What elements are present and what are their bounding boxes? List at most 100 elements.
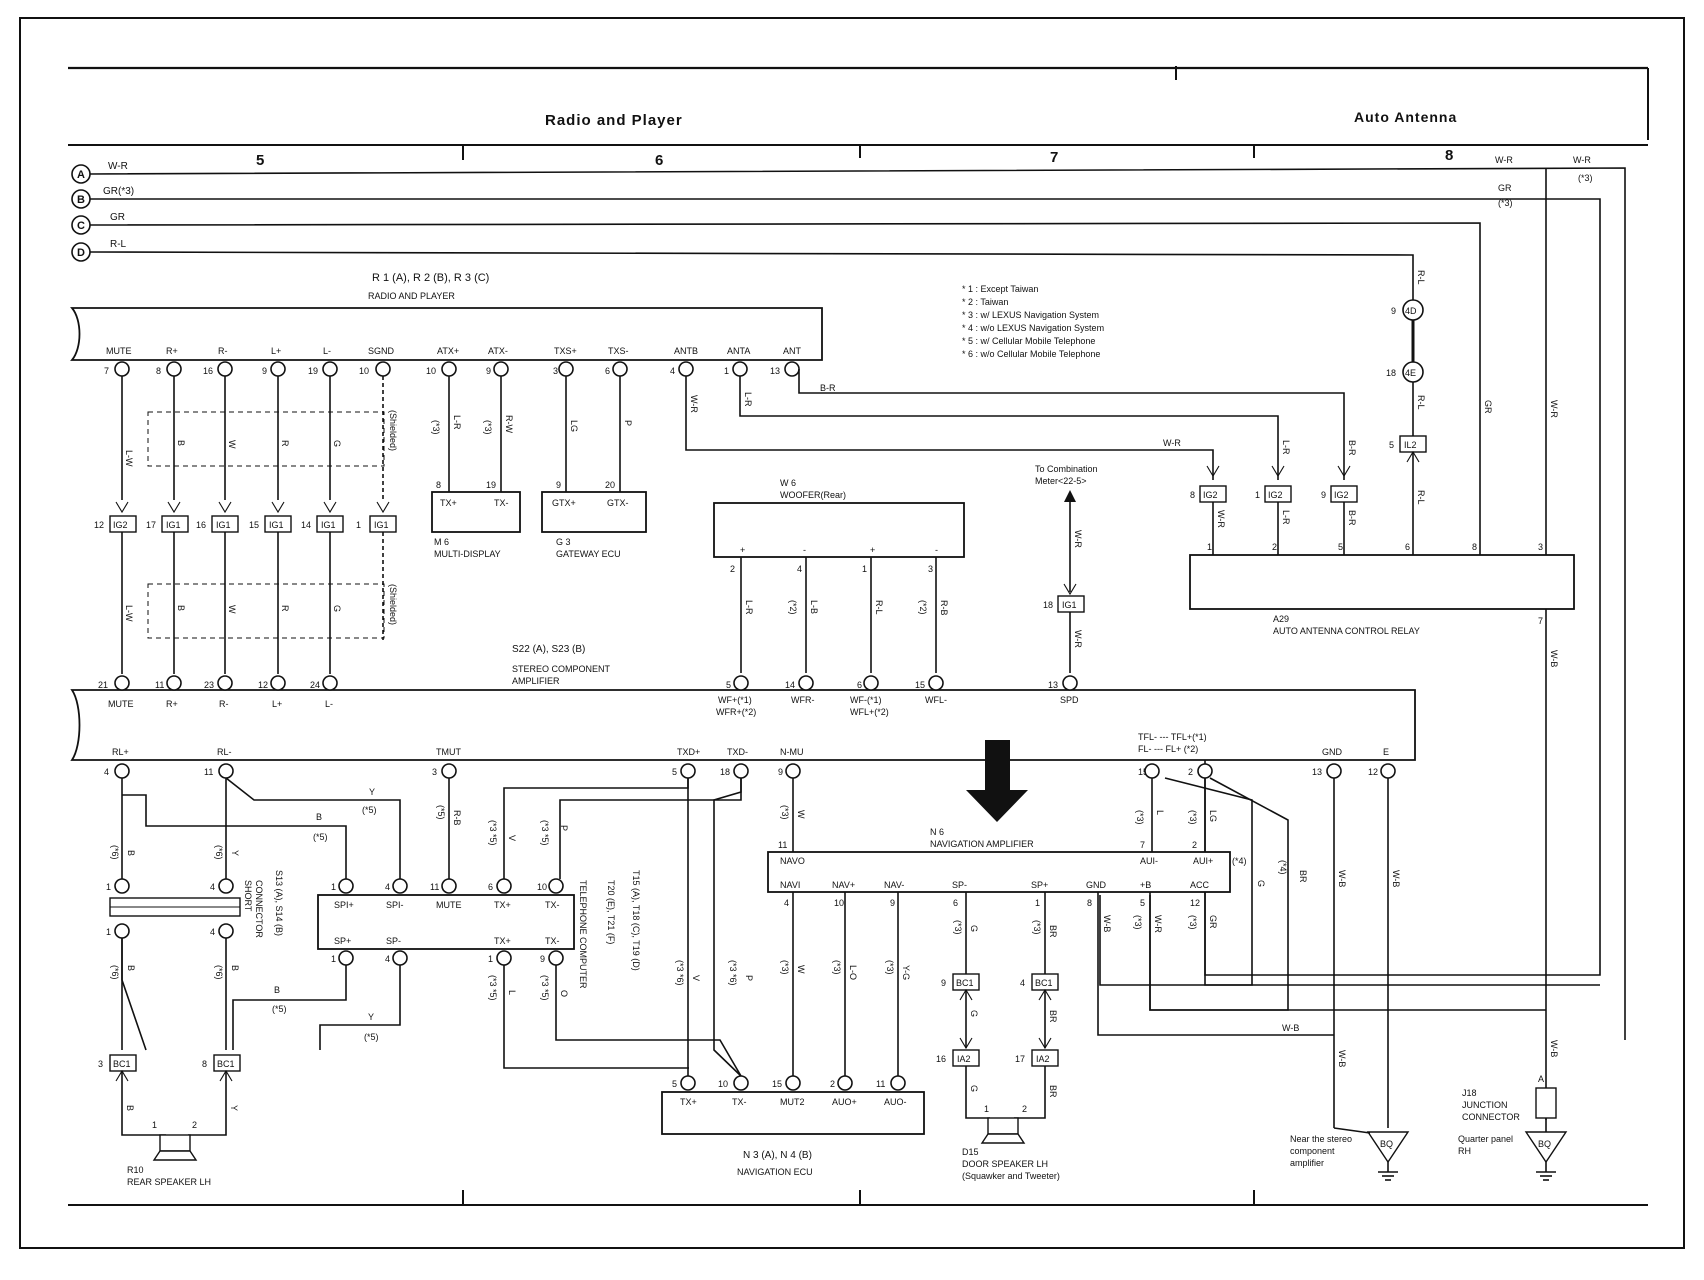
svg-text:7: 7 (104, 366, 109, 376)
svg-text:O: O (559, 990, 569, 997)
svg-text:R-L: R-L (1416, 270, 1426, 285)
svg-text:ACC: ACC (1190, 880, 1210, 890)
svg-text:L-R: L-R (743, 392, 753, 407)
svg-text:R-L: R-L (1416, 490, 1426, 505)
svg-text:R-L: R-L (1416, 395, 1426, 410)
svg-text:1: 1 (724, 366, 729, 376)
svg-text:IG2: IG2 (113, 520, 128, 530)
svg-text:15: 15 (249, 520, 259, 530)
svg-text:(*3): (*3) (832, 960, 842, 975)
svg-text:(*2): (*2) (918, 600, 928, 615)
svg-text:L-R: L-R (452, 415, 462, 430)
svg-text:4: 4 (210, 882, 215, 892)
svg-text:2: 2 (192, 1120, 197, 1130)
svg-text:TX+: TX+ (494, 900, 511, 910)
svg-text:R-W: R-W (504, 415, 514, 433)
svg-text:G: G (969, 1010, 979, 1017)
svg-text:TXD-: TXD- (727, 747, 748, 757)
svg-text:8: 8 (1190, 490, 1195, 500)
svg-text:GR: GR (1208, 915, 1218, 929)
svg-text:W: W (227, 605, 237, 614)
svg-text:W-R: W-R (1549, 400, 1559, 418)
svg-text:16: 16 (203, 366, 213, 376)
svg-text:WFR-: WFR- (791, 695, 815, 705)
svg-text:B-R: B-R (1347, 440, 1357, 456)
svg-text:Y: Y (230, 850, 240, 856)
svg-text:P: P (623, 420, 633, 426)
navigation-amplifier: N 6 NAVIGATION AMPLIFIER (*3) W 11 NAVO … (767, 777, 1600, 1076)
section-title-antenna: Auto Antenna (1354, 109, 1457, 125)
svg-text:V: V (691, 975, 701, 981)
svg-text:B-R: B-R (820, 383, 836, 393)
svg-text:(*5): (*5) (362, 805, 377, 815)
svg-text:4: 4 (385, 882, 390, 892)
svg-text:15: 15 (915, 680, 925, 690)
svg-text:CONNECTOR: CONNECTOR (254, 880, 264, 938)
short-connector: B(*5) Y(*5) (*6) B (*6) Y 1 4 1 4 SHORT … (106, 777, 401, 939)
svg-text:L+: L+ (271, 346, 281, 356)
svg-text:TX-: TX- (545, 900, 560, 910)
svg-text:B: B (176, 605, 186, 611)
svg-text:BR: BR (1048, 1085, 1058, 1098)
svg-text:1: 1 (106, 882, 111, 892)
svg-text:IG2: IG2 (1203, 490, 1218, 500)
svg-text:MUTE: MUTE (106, 346, 132, 356)
svg-text:BQ: BQ (1380, 1139, 1393, 1149)
svg-text:R 1 (A), R 2 (B), R 3 (C): R 1 (A), R 2 (B), R 3 (C) (372, 272, 489, 284)
svg-text:L-R: L-R (1281, 510, 1291, 525)
svg-text:DOOR SPEAKER LH: DOOR SPEAKER LH (962, 1159, 1048, 1169)
svg-text:(Shielded): (Shielded) (388, 584, 398, 625)
svg-text:W-R: W-R (1073, 530, 1083, 548)
svg-text:23: 23 (204, 680, 214, 690)
svg-text:TX+: TX+ (680, 1097, 697, 1107)
svg-text:TMUT: TMUT (436, 747, 461, 757)
svg-text:4: 4 (784, 898, 789, 908)
svg-text:(*3): (*3) (780, 960, 790, 975)
svg-text:1: 1 (106, 927, 111, 937)
svg-text:SP+: SP+ (1031, 880, 1048, 890)
svg-text:SPI+: SPI+ (334, 900, 354, 910)
svg-text:12: 12 (1368, 767, 1378, 777)
svg-text:G: G (969, 1085, 979, 1092)
svg-text:(*3): (*3) (1498, 198, 1513, 208)
svg-text:W-R: W-R (1216, 510, 1226, 528)
svg-text:W: W (796, 965, 806, 974)
svg-text:B: B (316, 812, 322, 822)
svg-text:6: 6 (953, 898, 958, 908)
svg-text:2: 2 (830, 1079, 835, 1089)
svg-text:B: B (77, 194, 85, 206)
svg-text:E: E (1383, 747, 1389, 757)
svg-text:W-B: W-B (1549, 650, 1559, 667)
svg-text:W-R: W-R (689, 395, 699, 413)
svg-text:SP+: SP+ (334, 936, 351, 946)
svg-text:1: 1 (356, 520, 361, 530)
svg-text:5: 5 (672, 1079, 677, 1089)
svg-text:NAV+: NAV+ (832, 880, 855, 890)
svg-text:W-B: W-B (1549, 1040, 1559, 1057)
svg-text:6: 6 (488, 882, 493, 892)
svg-text:BR: BR (1298, 870, 1308, 883)
svg-text:18: 18 (1043, 600, 1053, 610)
svg-text:IG1: IG1 (166, 520, 181, 530)
svg-text:LG: LG (569, 420, 579, 432)
svg-text:(Squawker and Tweeter): (Squawker and Tweeter) (962, 1171, 1060, 1181)
svg-text:16: 16 (936, 1054, 946, 1064)
svg-text:1: 1 (1035, 898, 1040, 908)
svg-text:10: 10 (359, 366, 369, 376)
svg-text:L-B: L-B (809, 600, 819, 614)
svg-text:+: + (870, 545, 875, 555)
svg-text:17: 17 (146, 520, 156, 530)
svg-text:R-: R- (218, 346, 228, 356)
svg-text:TX-: TX- (494, 498, 509, 508)
svg-text:T15 (A), T18 (C), T19 (D): T15 (A), T18 (C), T19 (D) (631, 870, 641, 971)
wire-c-color: GR (110, 212, 125, 223)
svg-text:ANT: ANT (783, 346, 802, 356)
svg-text:4D: 4D (1405, 306, 1417, 316)
svg-text:BQ: BQ (1538, 1139, 1551, 1149)
svg-text:(*3): (*3) (1188, 915, 1198, 930)
svg-text:IG2: IG2 (1334, 490, 1349, 500)
